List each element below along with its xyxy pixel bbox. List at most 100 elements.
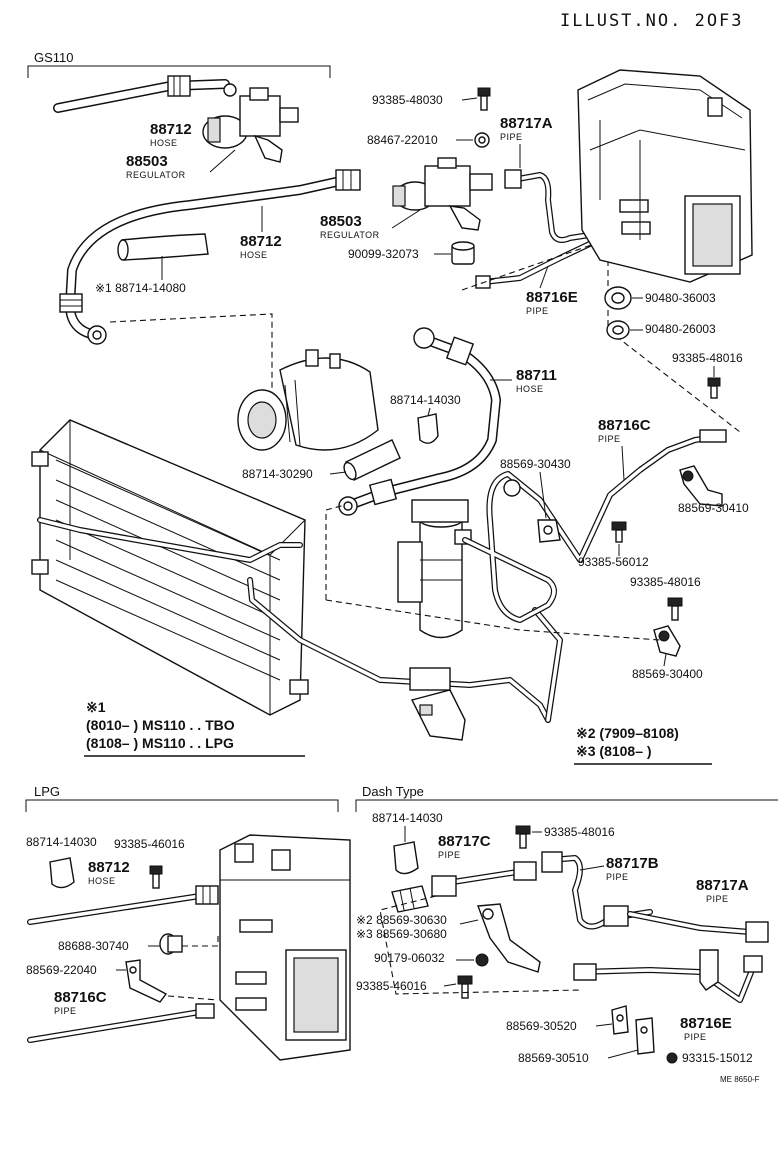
callout-88467-22010: 88467-22010 — [367, 133, 438, 147]
callout-90480-36003: 90480-36003 — [645, 291, 716, 305]
hose-stub-dash — [391, 885, 429, 913]
evaporator-unit-lpg — [219, 834, 351, 1061]
pipe-88716C-lpg — [27, 1003, 215, 1043]
callout-90099-32073: 90099-32073 — [348, 247, 419, 261]
bolt-93385-48016-dash — [515, 825, 531, 849]
clamp-88569-30510 — [635, 1017, 655, 1055]
bolt-93385-48030 — [477, 87, 491, 111]
hose-88712-upper — [53, 75, 230, 113]
pipe-88717B — [541, 851, 653, 930]
callout-88569-22040: 88569-22040 — [26, 963, 97, 977]
callout-93385-46016-lpg: 93385-46016 — [114, 837, 185, 851]
section-lpg-bracket — [25, 799, 339, 812]
callout-88716E-dash: 88716E — [680, 1015, 732, 1032]
callout-88711: 88711 — [516, 367, 557, 384]
callout-88717B-sub: PIPE — [606, 872, 629, 882]
callout-88717A-dash: 88717A — [696, 877, 749, 894]
receiver-drier — [397, 499, 472, 639]
section-dash-label: Dash Type — [362, 784, 424, 799]
note-1-line-2: (8108– ) MS110 . . LPG — [86, 735, 234, 751]
bolt-93385-46016-dash — [457, 975, 473, 999]
callout-88714-14030-upper: 88714-14030 — [390, 393, 461, 407]
pipe-88716E-dash — [573, 949, 763, 1003]
clamp-88569-22040 — [125, 959, 168, 1003]
callout-88717A-upper: 88717A — [500, 115, 553, 132]
regulator-88503-upper — [202, 83, 299, 163]
callout-88716E-upper-sub: PIPE — [526, 306, 549, 316]
callout-93385-48016-middle: 93385-48016 — [630, 575, 701, 589]
hose-88711 — [338, 327, 501, 516]
callout-88717B: 88717B — [606, 855, 659, 872]
callout-88717A-dash-sub: PIPE — [706, 894, 729, 904]
regulator-88503-lower — [392, 157, 493, 231]
section-dash-bracket — [355, 799, 778, 812]
callout-88712-upper: 88712 — [150, 121, 192, 138]
callout-93385-48016-dash: 93385-48016 — [544, 825, 615, 839]
callout-88716C-lpg-sub: PIPE — [54, 1006, 77, 1016]
callout-93385-48030: 93385-48030 — [372, 93, 443, 107]
callout-88569-30430: 88569-30430 — [500, 457, 571, 471]
callout-88569-30630: ※2 88569-30630 — [356, 913, 447, 927]
bolt-93385-48016-middle — [667, 597, 683, 621]
callout-88712-long: 88712 — [240, 233, 282, 250]
washer-88467-22010 — [474, 132, 490, 148]
callout-88569-30400: 88569-30400 — [632, 667, 703, 681]
callout-90480-26003: 90480-26003 — [645, 322, 716, 336]
o-ring-90480-26003 — [606, 320, 630, 340]
compressor — [237, 349, 379, 451]
o-ring-90480-36003 — [604, 286, 632, 310]
callout-93385-46016-dash: 93385-46016 — [356, 979, 427, 993]
clamp-88714-14030-upper — [417, 413, 439, 444]
clamp-88714-14030-dash — [393, 841, 419, 875]
callout-88716E-upper: 88716E — [526, 289, 578, 306]
callout-88714-14030-lpg: 88714-14030 — [26, 835, 97, 849]
nut-93315-15012 — [666, 1052, 678, 1064]
callout-88712-upper-sub: HOSE — [150, 138, 178, 148]
clamp-88714-14030-lpg — [49, 857, 75, 889]
section-gs110-bracket — [27, 65, 331, 78]
callout-88712-lpg-sub: HOSE — [88, 876, 116, 886]
callout-88717C-sub: PIPE — [438, 850, 461, 860]
callout-88688-30740: 88688-30740 — [58, 939, 129, 953]
callout-88712-long-sub: HOSE — [240, 250, 268, 260]
condenser — [31, 419, 309, 716]
callout-93385-56012: 93385-56012 — [578, 555, 649, 569]
callout-88569-30680: ※3 88569-30680 — [356, 927, 447, 941]
note-1-mark: ※1 — [86, 699, 106, 715]
hose-88712-lpg — [27, 885, 219, 925]
callout-88717A-upper-sub: PIPE — [500, 132, 523, 142]
bolt-93385-56012 — [611, 521, 627, 543]
condenser-bracket — [409, 667, 466, 741]
callout-88716C-middle: 88716C — [598, 417, 651, 434]
illustration-number: ILLUST.NO. 2OF3 — [560, 11, 744, 31]
grommet-88688-30740 — [159, 933, 183, 955]
bracket-88569-30400 — [653, 625, 681, 657]
callout-88569-30520: 88569-30520 — [506, 1019, 577, 1033]
pipe-88716E-upper — [475, 237, 601, 289]
bracket-88569-30410 — [679, 465, 723, 507]
callout-88503-lower: 88503 — [320, 213, 362, 230]
nut-90179-06032 — [475, 953, 489, 967]
callout-88714-30290: 88714-30290 — [242, 467, 313, 481]
callout-88569-30510: 88569-30510 — [518, 1051, 589, 1065]
callout-88503-upper-sub: REGULATOR — [126, 170, 186, 180]
pipe-88717A-dash — [627, 911, 769, 943]
callout-88503-upper: 88503 — [126, 153, 168, 170]
section-lpg-label: LPG — [34, 784, 60, 799]
bolt-93385-46016-lpg — [149, 865, 163, 889]
note-2: ※2 (7909–8108) — [576, 725, 679, 741]
callout-88569-30410: 88569-30410 — [678, 501, 749, 515]
grommet-90099-32073 — [451, 241, 475, 265]
callout-88714-14080: ※1 88714-14080 — [95, 281, 186, 295]
callout-88712-lpg: 88712 — [88, 859, 130, 876]
section-gs110-label: GS110 — [34, 50, 74, 65]
footer-code: ME 8650-F — [720, 1075, 760, 1084]
callout-88716C-middle-sub: PIPE — [598, 434, 621, 444]
note-3: ※3 (8108– ) — [576, 743, 652, 759]
hose-sleeve-88714-14080 — [117, 233, 209, 261]
callout-88714-14030-dash: 88714-14030 — [372, 811, 443, 825]
callout-88503-lower-sub: REGULATOR — [320, 230, 380, 240]
hose-88712-long — [59, 169, 361, 345]
